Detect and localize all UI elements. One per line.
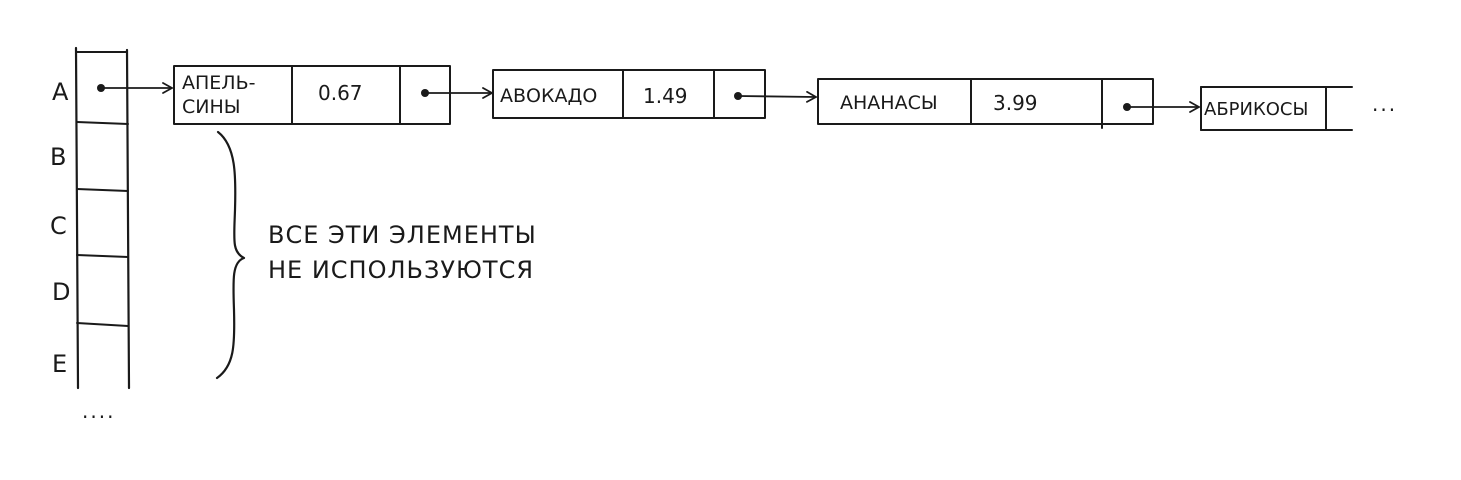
array-label-b: B [50,143,66,171]
node1-name-line2: СИНЫ [182,96,241,118]
list-more-ellipsis: ... [1372,92,1397,116]
list-node-4: АБРИКОСЫ [1200,86,1353,131]
array-label-e: E [52,350,67,378]
array-label-a: A [52,78,69,106]
curly-brace [215,130,246,380]
array-more-ellipsis: .... [82,399,115,423]
node4-name: АБРИКОСЫ [1204,99,1308,120]
list-node-3: АНАНАСЫ 3.99 [817,78,1154,129]
annotation-line-2: НЕ ИСПОЛЬЗУЮТСЯ [268,256,534,284]
node2-to-node3-arrow [737,90,817,103]
node3-name: АНАНАСЫ [840,92,938,114]
hash-array: A B C D E .... [50,46,173,423]
annotation-line-1: ВСЕ ЭТИ ЭЛЕМЕНТЫ [268,221,537,249]
array-label-d: D [52,278,70,306]
node1-name-line1: АПЕЛЬ- [182,72,255,94]
list-node-2: АВОКАДО 1.49 [492,69,766,119]
list-node-1: АПЕЛЬ- СИНЫ 0.67 [173,65,451,125]
node2-name: АВОКАДО [500,85,597,107]
array-label-c: C [50,212,67,240]
node1-price: 0.67 [318,81,363,105]
node2-price: 1.49 [643,84,688,108]
node3-price: 3.99 [993,91,1038,115]
